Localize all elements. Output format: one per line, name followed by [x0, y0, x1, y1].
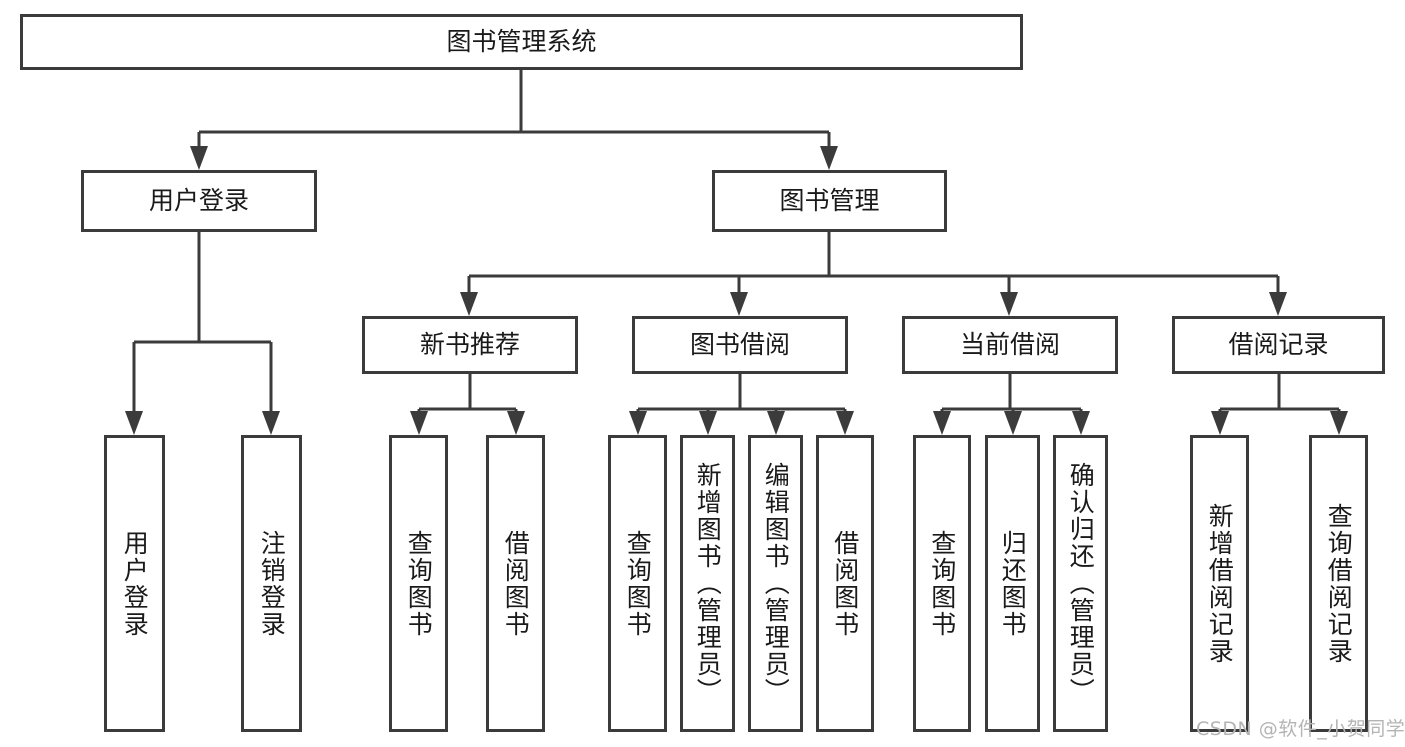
- node-box-book-management[interactable]: [712, 170, 947, 232]
- node-label-current-borrow: 当前借阅: [960, 330, 1060, 359]
- arrow-head-current-borrow-1: [1004, 411, 1022, 435]
- node-box-leaf-confirm-return[interactable]: [1053, 435, 1108, 732]
- node-box-leaf-user-login[interactable]: [104, 435, 165, 732]
- node-box-current-borrow[interactable]: [902, 316, 1118, 374]
- arrow-head-book-borrow-3: [836, 411, 854, 435]
- node-box-leaf-add-book[interactable]: [680, 435, 735, 732]
- node-box-user-login[interactable]: [81, 170, 317, 232]
- node-box-leaf-query-book-recommend[interactable]: [389, 435, 448, 732]
- arrow-head-book-borrow-0: [629, 411, 647, 435]
- node-label-book-borrow: 图书借阅: [690, 330, 790, 359]
- arrow-head-book-management-2: [1000, 292, 1018, 316]
- node-box-leaf-query-book-current[interactable]: [913, 435, 971, 732]
- arrow-head-new-book-recommend-0: [410, 411, 428, 435]
- connector-lines: [125, 70, 1348, 435]
- node-boxes: [20, 14, 1385, 732]
- arrow-head-current-borrow-0: [933, 411, 951, 435]
- arrow-head-book-borrow-2: [767, 411, 785, 435]
- arrow-head-user-login-1: [262, 411, 280, 435]
- node-label-borrow-record: 借阅记录: [1228, 330, 1328, 359]
- node-box-borrow-record[interactable]: [1172, 316, 1385, 374]
- arrow-head-book-management-0: [460, 292, 478, 316]
- arrow-head-user-login-0: [125, 411, 143, 435]
- node-label-root: 图书管理系统: [446, 27, 596, 56]
- node-label-new-book-recommend: 新书推荐: [420, 330, 520, 359]
- node-label-user-login: 用户登录: [149, 186, 249, 215]
- arrow-head-book-management-3: [1269, 292, 1287, 316]
- node-box-leaf-return-book[interactable]: [985, 435, 1040, 732]
- arrow-head-new-book-recommend-1: [507, 411, 525, 435]
- arrow-head-borrow-record-1: [1330, 411, 1348, 435]
- node-box-leaf-user-logout[interactable]: [241, 435, 302, 732]
- arrow-head-current-borrow-2: [1072, 411, 1090, 435]
- node-label-book-management: 图书管理: [779, 186, 879, 215]
- node-box-new-book-recommend[interactable]: [362, 316, 578, 374]
- node-box-leaf-query-borrow-record[interactable]: [1309, 435, 1368, 732]
- node-box-leaf-edit-book[interactable]: [748, 435, 803, 732]
- node-box-book-borrow[interactable]: [632, 316, 848, 374]
- arrow-head-book-borrow-1: [699, 411, 717, 435]
- arrow-head-root-0: [190, 146, 208, 170]
- node-box-leaf-borrow-book[interactable]: [816, 435, 874, 732]
- node-box-leaf-borrow-book-recommend[interactable]: [486, 435, 545, 732]
- arrow-head-book-management-1: [730, 292, 748, 316]
- node-box-root[interactable]: [20, 14, 1023, 70]
- node-box-leaf-query-book-borrow[interactable]: [608, 435, 667, 732]
- watermark-text: CSDN @软件_小贺同学: [1196, 718, 1405, 740]
- node-box-leaf-add-borrow-record[interactable]: [1190, 435, 1249, 732]
- arrow-head-root-1: [820, 146, 838, 170]
- arrow-head-borrow-record-0: [1211, 411, 1229, 435]
